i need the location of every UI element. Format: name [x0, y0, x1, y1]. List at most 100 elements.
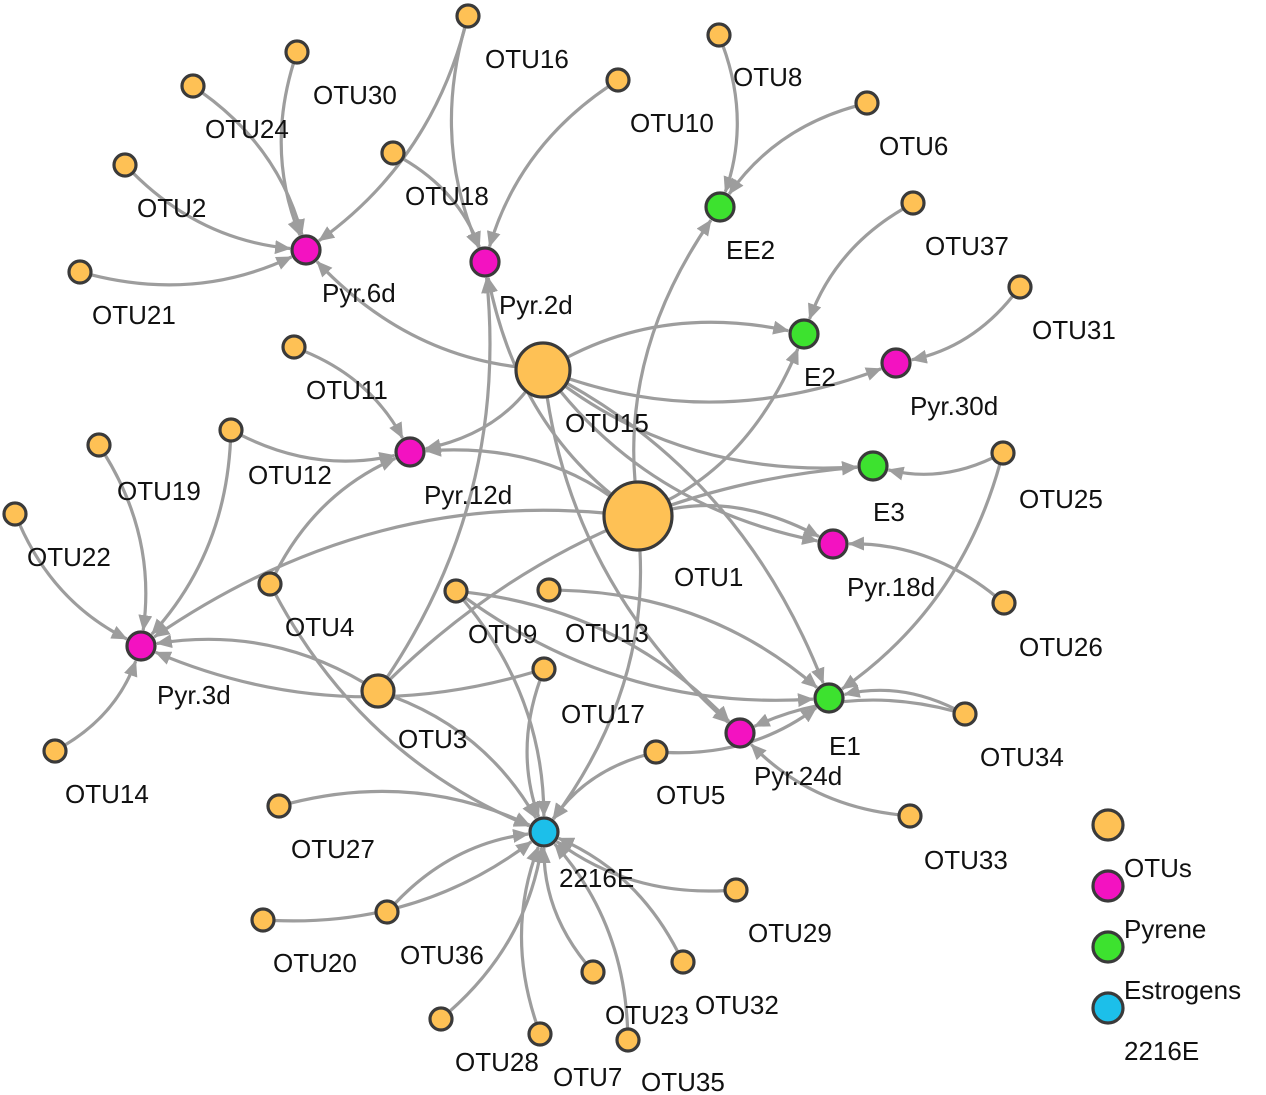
node-pyr-3d[interactable]	[125, 630, 157, 662]
node-otu13[interactable]	[536, 577, 562, 603]
node-otu35[interactable]	[615, 1027, 641, 1053]
edge-otu1-to-pyr-12d	[425, 442, 612, 498]
node-otu21[interactable]	[67, 259, 93, 285]
node-label-e1: E1	[829, 731, 861, 761]
node-otu25[interactable]	[990, 440, 1016, 466]
node-pyr-2d[interactable]	[469, 246, 501, 278]
node-otu4[interactable]	[257, 571, 283, 597]
edge-otu1-to-e2	[667, 347, 800, 502]
edge-otu1-to-2216e	[552, 549, 643, 821]
node-otu30[interactable]	[284, 39, 310, 65]
node-e1[interactable]	[813, 682, 845, 714]
node-otu34[interactable]	[952, 701, 978, 727]
node-label-otu29: OTU29	[748, 918, 832, 948]
node-otu16[interactable]	[455, 3, 481, 29]
node-otu31[interactable]	[1007, 274, 1033, 300]
node-otu24[interactable]	[180, 73, 206, 99]
node-otu10[interactable]	[605, 67, 631, 93]
node-otu17[interactable]	[531, 656, 557, 682]
edge-otu15-to-e3	[563, 384, 858, 475]
node-label-otu20: OTU20	[273, 948, 357, 978]
node-2216e[interactable]	[528, 816, 560, 848]
edge-otu12-to-pyr-12d	[240, 433, 396, 466]
edge-otu14-to-pyr-3d	[63, 660, 138, 747]
edge-otu26-to-pyr-18d	[848, 536, 997, 598]
node-ee2[interactable]	[704, 191, 736, 223]
node-otu27[interactable]	[266, 793, 292, 819]
node-pyr-12d[interactable]	[394, 436, 426, 468]
node-otu37[interactable]	[900, 190, 926, 216]
node-label-otu19: OTU19	[117, 476, 201, 506]
labels-layer: OTU1OTU15OTU3OTU2OTU4OTU5OTU6OTU7OTU8OTU…	[27, 44, 1116, 1095]
node-label-otu10: OTU10	[630, 108, 714, 138]
node-e2[interactable]	[788, 318, 820, 350]
node-label-pyr-30d: Pyr.30d	[910, 391, 998, 421]
edge-otu23-to-2216e	[536, 847, 588, 965]
node-label-otu35: OTU35	[641, 1067, 725, 1095]
node-e3[interactable]	[857, 450, 889, 482]
node-otu12[interactable]	[218, 417, 244, 443]
node-otu20[interactable]	[250, 907, 276, 933]
node-label-pyr-18d: Pyr.18d	[847, 572, 935, 602]
edge-otu25-to-e3	[887, 456, 994, 481]
node-otu15[interactable]	[514, 341, 572, 399]
node-otu2[interactable]	[112, 152, 138, 178]
node-label-otu11: OTU11	[306, 375, 388, 405]
edge-otu15-to-pyr-24d	[545, 396, 730, 724]
node-otu22[interactable]	[2, 501, 28, 527]
legend-label-pyrene: Pyrene	[1124, 914, 1206, 944]
legend-swatch-pyrene	[1091, 930, 1125, 964]
edge-otu30-to-pyr-6d	[279, 62, 302, 237]
edge-otu15-to-e1	[565, 381, 825, 685]
node-otu7[interactable]	[527, 1021, 553, 1047]
node-otu28[interactable]	[428, 1006, 454, 1032]
node-label-otu6: OTU6	[879, 131, 948, 161]
node-otu18[interactable]	[380, 140, 406, 166]
edge-otu18-to-pyr-2d	[401, 157, 481, 248]
edge-otu7-to-2216e	[519, 845, 540, 1025]
node-label-pyr-3d: Pyr.3d	[157, 680, 231, 710]
node-label-otu34: OTU34	[980, 742, 1064, 772]
node-otu32[interactable]	[670, 949, 696, 975]
node-otu3[interactable]	[360, 673, 396, 709]
node-pyr-30d[interactable]	[880, 347, 912, 379]
node-otu29[interactable]	[723, 877, 749, 903]
edge-otu10-to-pyr-2d	[487, 84, 610, 248]
node-otu19[interactable]	[86, 432, 112, 458]
edge-otu37-to-e2	[807, 207, 905, 320]
node-otu23[interactable]	[580, 959, 606, 985]
node-label-otu27: OTU27	[291, 834, 375, 864]
edge-otu25-to-e1	[841, 463, 1002, 691]
edge-otu3-to-pyr-2d	[385, 276, 496, 679]
node-label-otu4: OTU4	[285, 612, 354, 642]
edge-otu29-to-2216e	[555, 840, 726, 893]
node-otu14[interactable]	[42, 738, 68, 764]
node-otu36[interactable]	[374, 899, 400, 925]
edge-otu3-to-2216e	[392, 695, 538, 819]
nodes-layer	[2, 3, 1033, 1053]
node-otu11[interactable]	[281, 334, 307, 360]
node-pyr-6d[interactable]	[290, 234, 322, 266]
node-label-pyr-12d: Pyr.12d	[424, 480, 512, 510]
node-otu1[interactable]	[602, 480, 674, 552]
node-otu8[interactable]	[706, 22, 732, 48]
node-otu6[interactable]	[854, 90, 880, 116]
node-otu33[interactable]	[897, 803, 923, 829]
node-otu5[interactable]	[643, 739, 669, 765]
node-pyr-18d[interactable]	[817, 528, 849, 560]
node-pyr-24d[interactable]	[724, 717, 756, 749]
edge-otu20-to-2216e	[273, 840, 533, 923]
node-label-otu24: OTU24	[205, 114, 289, 144]
node-label-otu37: OTU37	[925, 231, 1009, 261]
edge-otu9-to-2216e	[461, 598, 551, 817]
node-otu26[interactable]	[991, 590, 1017, 616]
edge-otu21-to-pyr-6d	[90, 255, 293, 287]
node-label-otu8: OTU8	[733, 62, 802, 92]
edge-otu24-to-pyr-6d	[200, 91, 305, 236]
node-otu9[interactable]	[443, 578, 469, 604]
edge-otu15-to-e2	[566, 320, 790, 359]
edge-otu36-to-2216e	[393, 828, 530, 906]
edge-otu2-to-pyr-6d	[131, 171, 292, 255]
edge-otu15-to-pyr-18d	[558, 389, 819, 545]
